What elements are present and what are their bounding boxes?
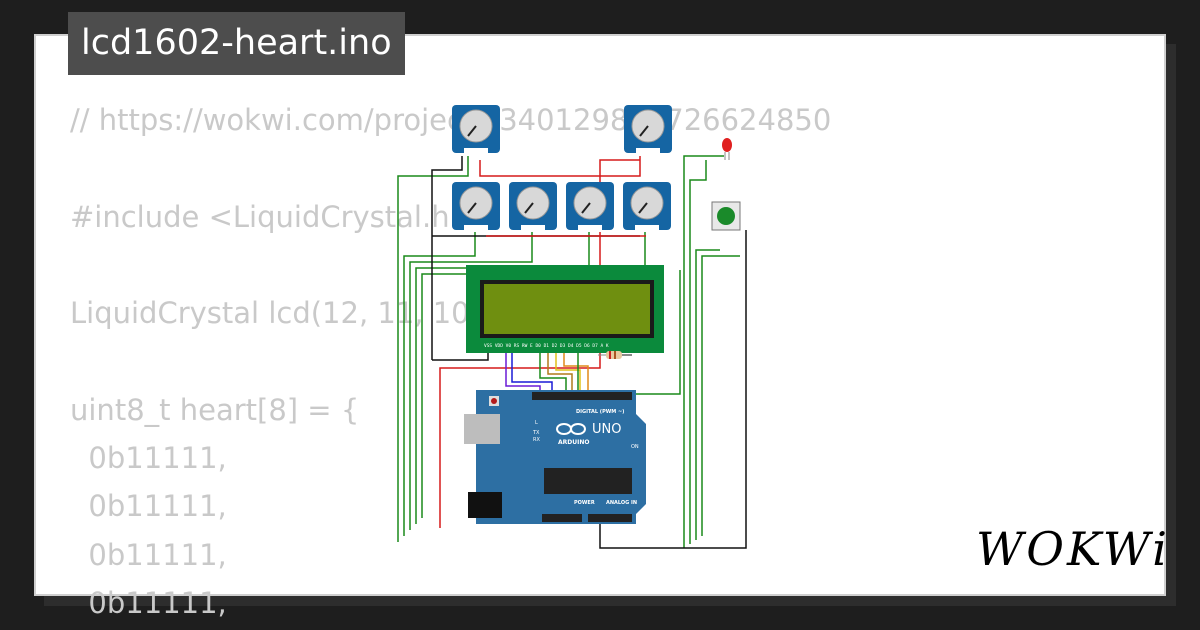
wokwi-logo: WOKWi [976, 522, 1170, 576]
l-label: L [535, 420, 538, 426]
digital-label: DIGITAL (PWM ~) [576, 409, 624, 415]
red-led[interactable] [722, 138, 732, 160]
push-button[interactable] [711, 201, 741, 231]
lcd-1602: VSS VDD V0 RS RW E D0 D1 D2 D3 D4 D5 D6 … [466, 265, 664, 353]
code-line: 0b11111, [70, 585, 227, 620]
lcd-pin-labels: VSS VDD V0 RS RW E D0 D1 D2 D3 D4 D5 D6 … [484, 343, 609, 349]
potentiometer-2[interactable] [624, 105, 672, 155]
board-model: UNO [592, 422, 621, 437]
arduino-infinity-icon [556, 423, 586, 435]
code-line: 0b11111, [70, 489, 227, 524]
code-line: uint8_t heart[8] = { [70, 392, 360, 427]
rx-label: RX [533, 437, 540, 443]
potentiometer-5[interactable] [566, 182, 614, 232]
code-line: 0b11111, [70, 441, 227, 476]
potentiometer-4[interactable] [509, 182, 557, 232]
on-label: ON [631, 444, 639, 450]
code-line: 0b11111, [70, 537, 227, 572]
analog-label: ANALOG IN [606, 500, 637, 506]
code-line: #include <LiquidCrystal.h> [70, 199, 474, 234]
board-brand: ARDUINO [558, 439, 589, 446]
resistor [598, 351, 632, 359]
potentiometer-3[interactable] [452, 182, 500, 232]
page-title: lcd1602-heart.ino [68, 12, 405, 75]
potentiometer-1[interactable] [452, 105, 500, 155]
tx-label: TX [532, 430, 540, 436]
potentiometer-6[interactable] [623, 182, 671, 232]
arduino-uno: DIGITAL (PWM ~) TX RX L ON ARDUINO UNO P… [464, 390, 646, 524]
power-label: POWER [574, 500, 595, 506]
